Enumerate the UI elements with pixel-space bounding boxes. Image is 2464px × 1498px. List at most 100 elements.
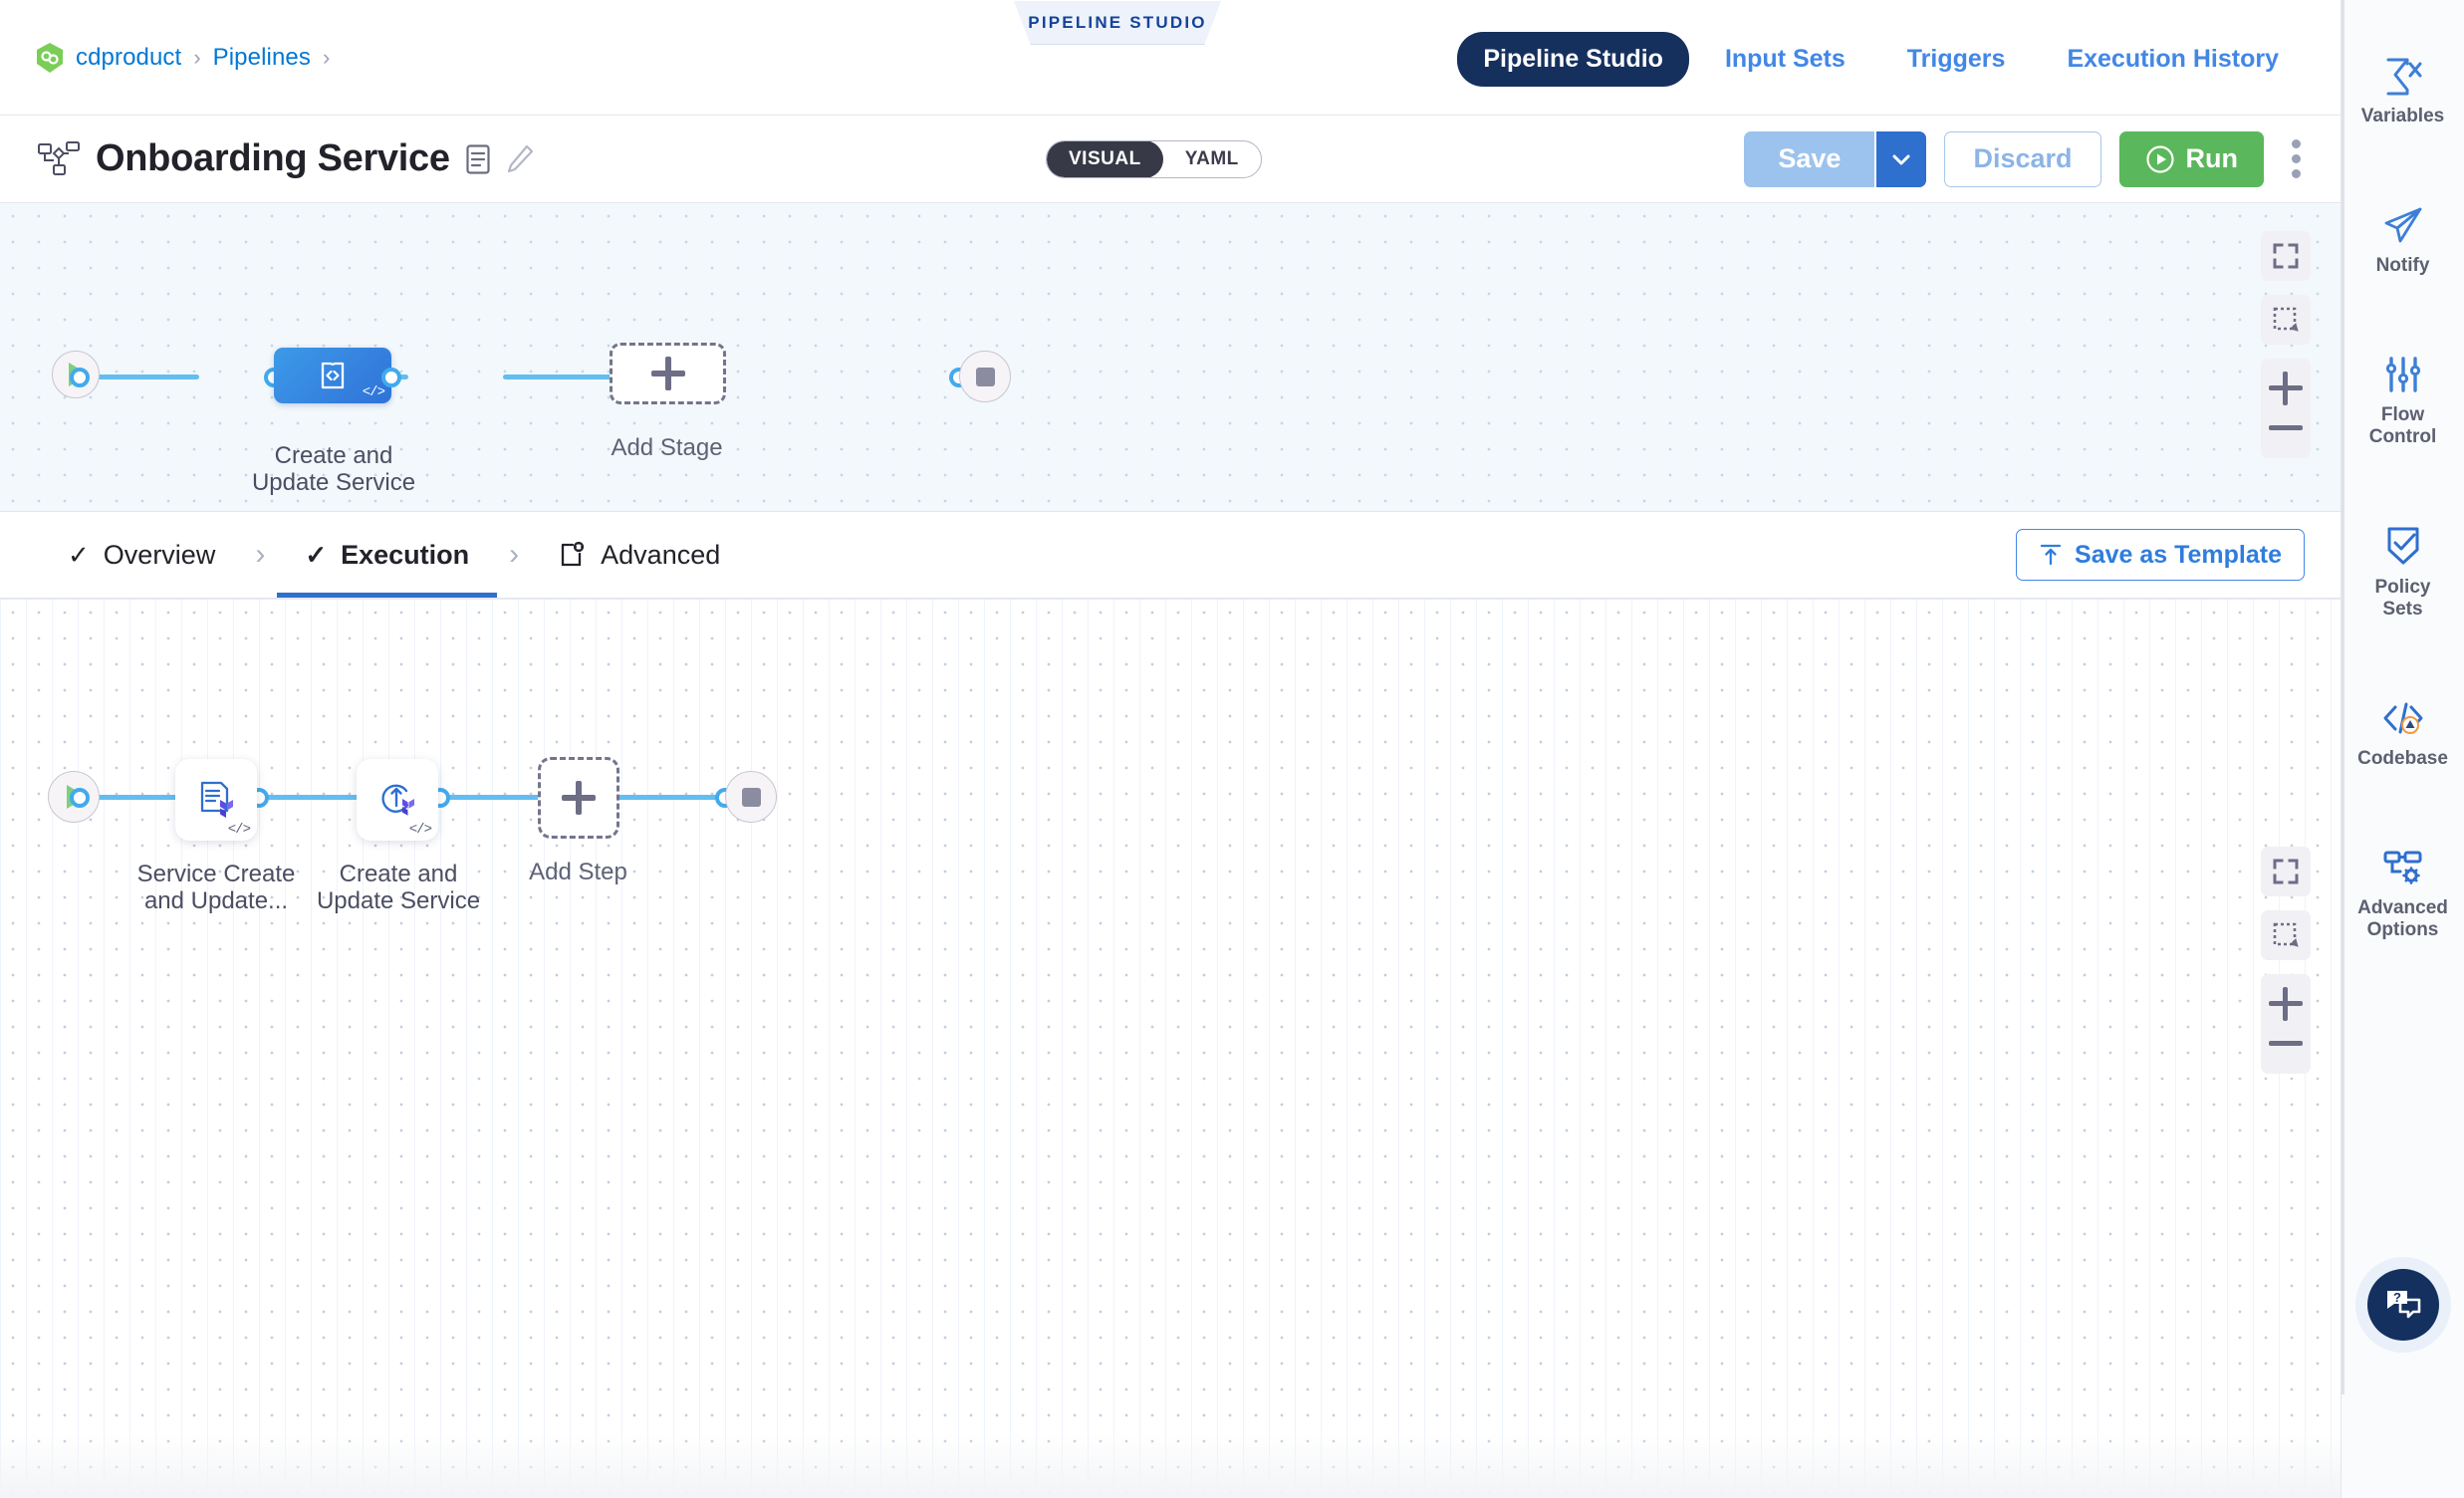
- right-rail: Variables Notify Flow: [2341, 0, 2464, 1498]
- breadcrumb-bar: cdproduct › Pipelines › PIPELINE STUDIO …: [0, 0, 2341, 116]
- fit-to-screen-button[interactable]: [2261, 847, 2311, 896]
- rail-label-flow-control: Flow Control: [2369, 404, 2437, 448]
- rail-label-line1: Policy: [2374, 577, 2431, 599]
- main-column: cdproduct › Pipelines › PIPELINE STUDIO …: [0, 0, 2341, 1498]
- execution-steps-canvas[interactable]: </> Service Create and Update...: [0, 599, 2341, 1498]
- template-badge: </>: [362, 384, 385, 400]
- step1-label-line1: Service Create: [136, 861, 296, 887]
- check-icon: ✓: [305, 539, 328, 570]
- rail-item-advanced-options[interactable]: Advanced Options: [2341, 828, 2464, 963]
- stage-node-create-and-update-service[interactable]: </>: [274, 348, 391, 403]
- shield-check-icon: [2383, 525, 2423, 567]
- nav-execution-history[interactable]: Execution History: [2067, 45, 2279, 73]
- rail-label-line2: Sets: [2382, 599, 2423, 621]
- discard-button[interactable]: Discard: [1944, 130, 2101, 187]
- edge: [259, 795, 369, 800]
- edge: [80, 795, 189, 800]
- description-icon[interactable]: [466, 143, 490, 174]
- paper-plane-icon: [2381, 205, 2425, 245]
- rail-label-line2: Control: [2368, 425, 2437, 447]
- breadcrumb-separator: ›: [322, 44, 331, 70]
- chevron-down-icon[interactable]: [1874, 130, 1927, 187]
- zoom-controls: [2261, 359, 2311, 458]
- tab-overview[interactable]: ✓ Overview: [40, 512, 243, 598]
- add-stage-label: Add Stage: [611, 434, 723, 461]
- step-node-create-and-update-service[interactable]: </>: [357, 759, 438, 841]
- stop-icon: [975, 367, 995, 386]
- template-badge: </>: [408, 822, 432, 838]
- visual-yaml-toggle[interactable]: VISUAL YAML: [1046, 139, 1262, 178]
- page-title: Onboarding Service: [96, 137, 450, 179]
- rail-item-policy-sets[interactable]: Policy Sets: [2341, 505, 2464, 642]
- zoom-in-button[interactable]: [2269, 372, 2303, 405]
- tab-separator: ›: [255, 538, 266, 571]
- zoom-out-button[interactable]: [2269, 411, 2303, 445]
- zoom-in-button[interactable]: [2269, 987, 2303, 1021]
- add-step-label: Add Step: [529, 859, 627, 885]
- nav-triggers[interactable]: Triggers: [1906, 45, 2006, 73]
- step-node-service-create-and-update[interactable]: </>: [175, 759, 257, 841]
- rail-label-variables: Variables: [2360, 106, 2445, 126]
- sliders-icon: [2383, 355, 2423, 394]
- stage-canvas[interactable]: </> Create and Update Service Add Stage: [0, 203, 2341, 512]
- nav-pipeline-studio[interactable]: Pipeline Studio: [1457, 32, 1689, 87]
- rail-item-flow-control[interactable]: Flow Control: [2341, 335, 2464, 470]
- add-step-button[interactable]: [538, 757, 619, 839]
- rail-scrollbar[interactable]: [2341, 0, 2344, 1394]
- stage-label-line2: Update Service: [251, 469, 416, 497]
- save-button[interactable]: Save: [1744, 130, 1875, 187]
- save-button-group: Save: [1744, 130, 1927, 187]
- step-node-label: Create and Update Service: [284, 861, 513, 914]
- nav-input-sets[interactable]: Input Sets: [1724, 45, 1846, 73]
- edge-dot: [381, 368, 401, 387]
- edge: [503, 374, 627, 379]
- step2-label-line1: Create and: [339, 861, 458, 887]
- toggle-visual[interactable]: VISUAL: [1047, 140, 1163, 177]
- rail-label-line1: Flow: [2380, 403, 2425, 425]
- sigma-x-icon: [2381, 56, 2425, 96]
- kebab-menu-icon[interactable]: [2282, 131, 2311, 186]
- pencil-icon[interactable]: [506, 144, 534, 174]
- rail-item-codebase[interactable]: Codebase: [2341, 678, 2464, 792]
- stage-label-line1: Create and: [274, 442, 393, 469]
- run-label: Run: [2185, 143, 2238, 173]
- advanced-icon: [559, 541, 587, 569]
- fit-to-screen-button[interactable]: [2261, 231, 2311, 281]
- save-as-template-button[interactable]: Save as Template: [2016, 529, 2305, 581]
- zoom-controls: [2261, 974, 2311, 1074]
- svg-text:?: ?: [2393, 1290, 2401, 1305]
- help-chat-button[interactable]: ?: [2366, 1269, 2439, 1341]
- toggle-yaml[interactable]: YAML: [1184, 147, 1239, 169]
- tab-execution-label: Execution: [341, 539, 470, 570]
- plus-icon: [650, 357, 685, 390]
- tab-advanced[interactable]: Advanced: [531, 512, 748, 598]
- advanced-options-icon: [2381, 848, 2425, 887]
- edge-dot: [70, 788, 90, 808]
- title-actions: Save Discard Run: [1744, 130, 2311, 187]
- selection-box-button[interactable]: [2261, 910, 2311, 960]
- breadcrumb-separator: ›: [193, 44, 201, 70]
- check-icon: ✓: [68, 539, 90, 570]
- title-left-group: Onboarding Service: [0, 137, 534, 180]
- add-stage-button[interactable]: [610, 343, 726, 404]
- pipeline-icon: [38, 140, 80, 177]
- run-button[interactable]: Run: [2118, 130, 2264, 187]
- rail-label-advanced-options: Advanced Options: [2357, 897, 2448, 941]
- terraform-apply-icon: [376, 779, 418, 821]
- rail-item-variables[interactable]: Variables: [2341, 36, 2464, 149]
- tab-execution[interactable]: ✓ Execution: [277, 512, 497, 598]
- step-node-label: Service Create and Update...: [102, 861, 331, 914]
- edge: [617, 795, 737, 800]
- breadcrumb-item-cdproduct[interactable]: cdproduct: [76, 43, 182, 71]
- rail-item-notify[interactable]: Notify: [2341, 185, 2464, 299]
- top-navigation: Pipeline Studio Input Sets Triggers Exec…: [1457, 32, 2305, 87]
- pipeline-end-node: [959, 351, 1011, 402]
- zoom-out-button[interactable]: [2269, 1027, 2303, 1061]
- help-chat-icon: ?: [2383, 1287, 2423, 1323]
- steps-end-node: [725, 771, 777, 823]
- selection-box-button[interactable]: [2261, 295, 2311, 345]
- step1-label-line2: and Update...: [143, 887, 289, 915]
- tab-overview-label: Overview: [103, 539, 216, 570]
- breadcrumb-item-pipelines[interactable]: Pipelines: [212, 43, 311, 71]
